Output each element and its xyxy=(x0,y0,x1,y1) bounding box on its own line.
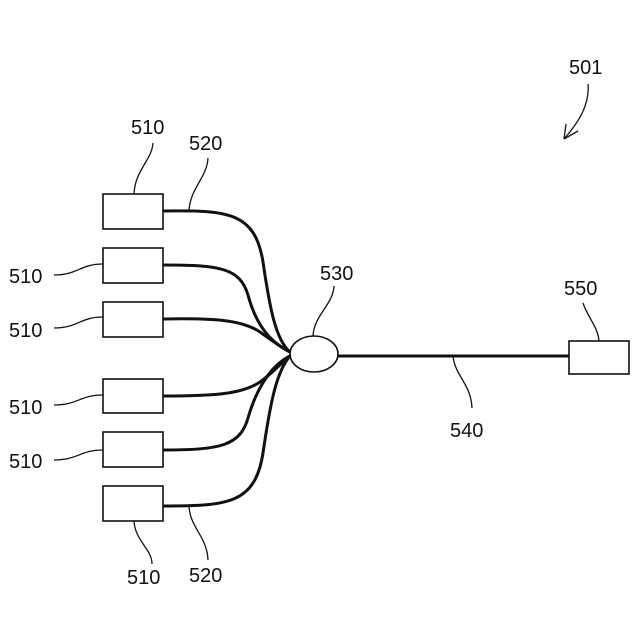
fiber-6-leader xyxy=(189,506,208,560)
figure-ref-leader xyxy=(564,84,588,139)
fiber-1 xyxy=(163,211,290,352)
combiner-label: 530 xyxy=(320,263,353,285)
figure-ref-label: 501 xyxy=(569,57,602,79)
output-fiber-leader xyxy=(453,356,472,408)
source-box-3 xyxy=(103,302,163,337)
fiber-label: 520 xyxy=(189,133,222,155)
source-label: 510 xyxy=(9,451,42,473)
source-5-leader xyxy=(54,450,103,460)
source-label: 510 xyxy=(131,117,164,139)
source-1-leader xyxy=(134,143,153,194)
source-6-leader xyxy=(134,521,152,564)
source-label: 510 xyxy=(127,567,160,589)
source-box-5 xyxy=(103,432,163,467)
combiner-ellipse xyxy=(290,336,338,372)
source-label: 510 xyxy=(9,397,42,419)
source-label: 510 xyxy=(9,266,42,288)
fiber-4 xyxy=(163,356,290,396)
source-box-4 xyxy=(103,379,163,413)
source-box-6 xyxy=(103,486,163,521)
receiver-leader xyxy=(583,303,599,341)
source-4-leader xyxy=(54,395,103,405)
source-box-2 xyxy=(103,248,163,283)
source-3-leader xyxy=(54,317,103,328)
receiver-label: 550 xyxy=(564,278,597,300)
fiber-1-leader xyxy=(189,158,208,211)
fiber-label: 520 xyxy=(189,565,222,587)
combiner-leader xyxy=(313,286,334,336)
fiber-3 xyxy=(163,319,290,352)
source-label: 510 xyxy=(9,320,42,342)
source-box-1 xyxy=(103,194,163,229)
source-2-leader xyxy=(54,264,103,275)
output-fiber-label: 540 xyxy=(450,420,483,442)
fiber-6 xyxy=(163,356,290,506)
receiver-box xyxy=(569,341,629,374)
